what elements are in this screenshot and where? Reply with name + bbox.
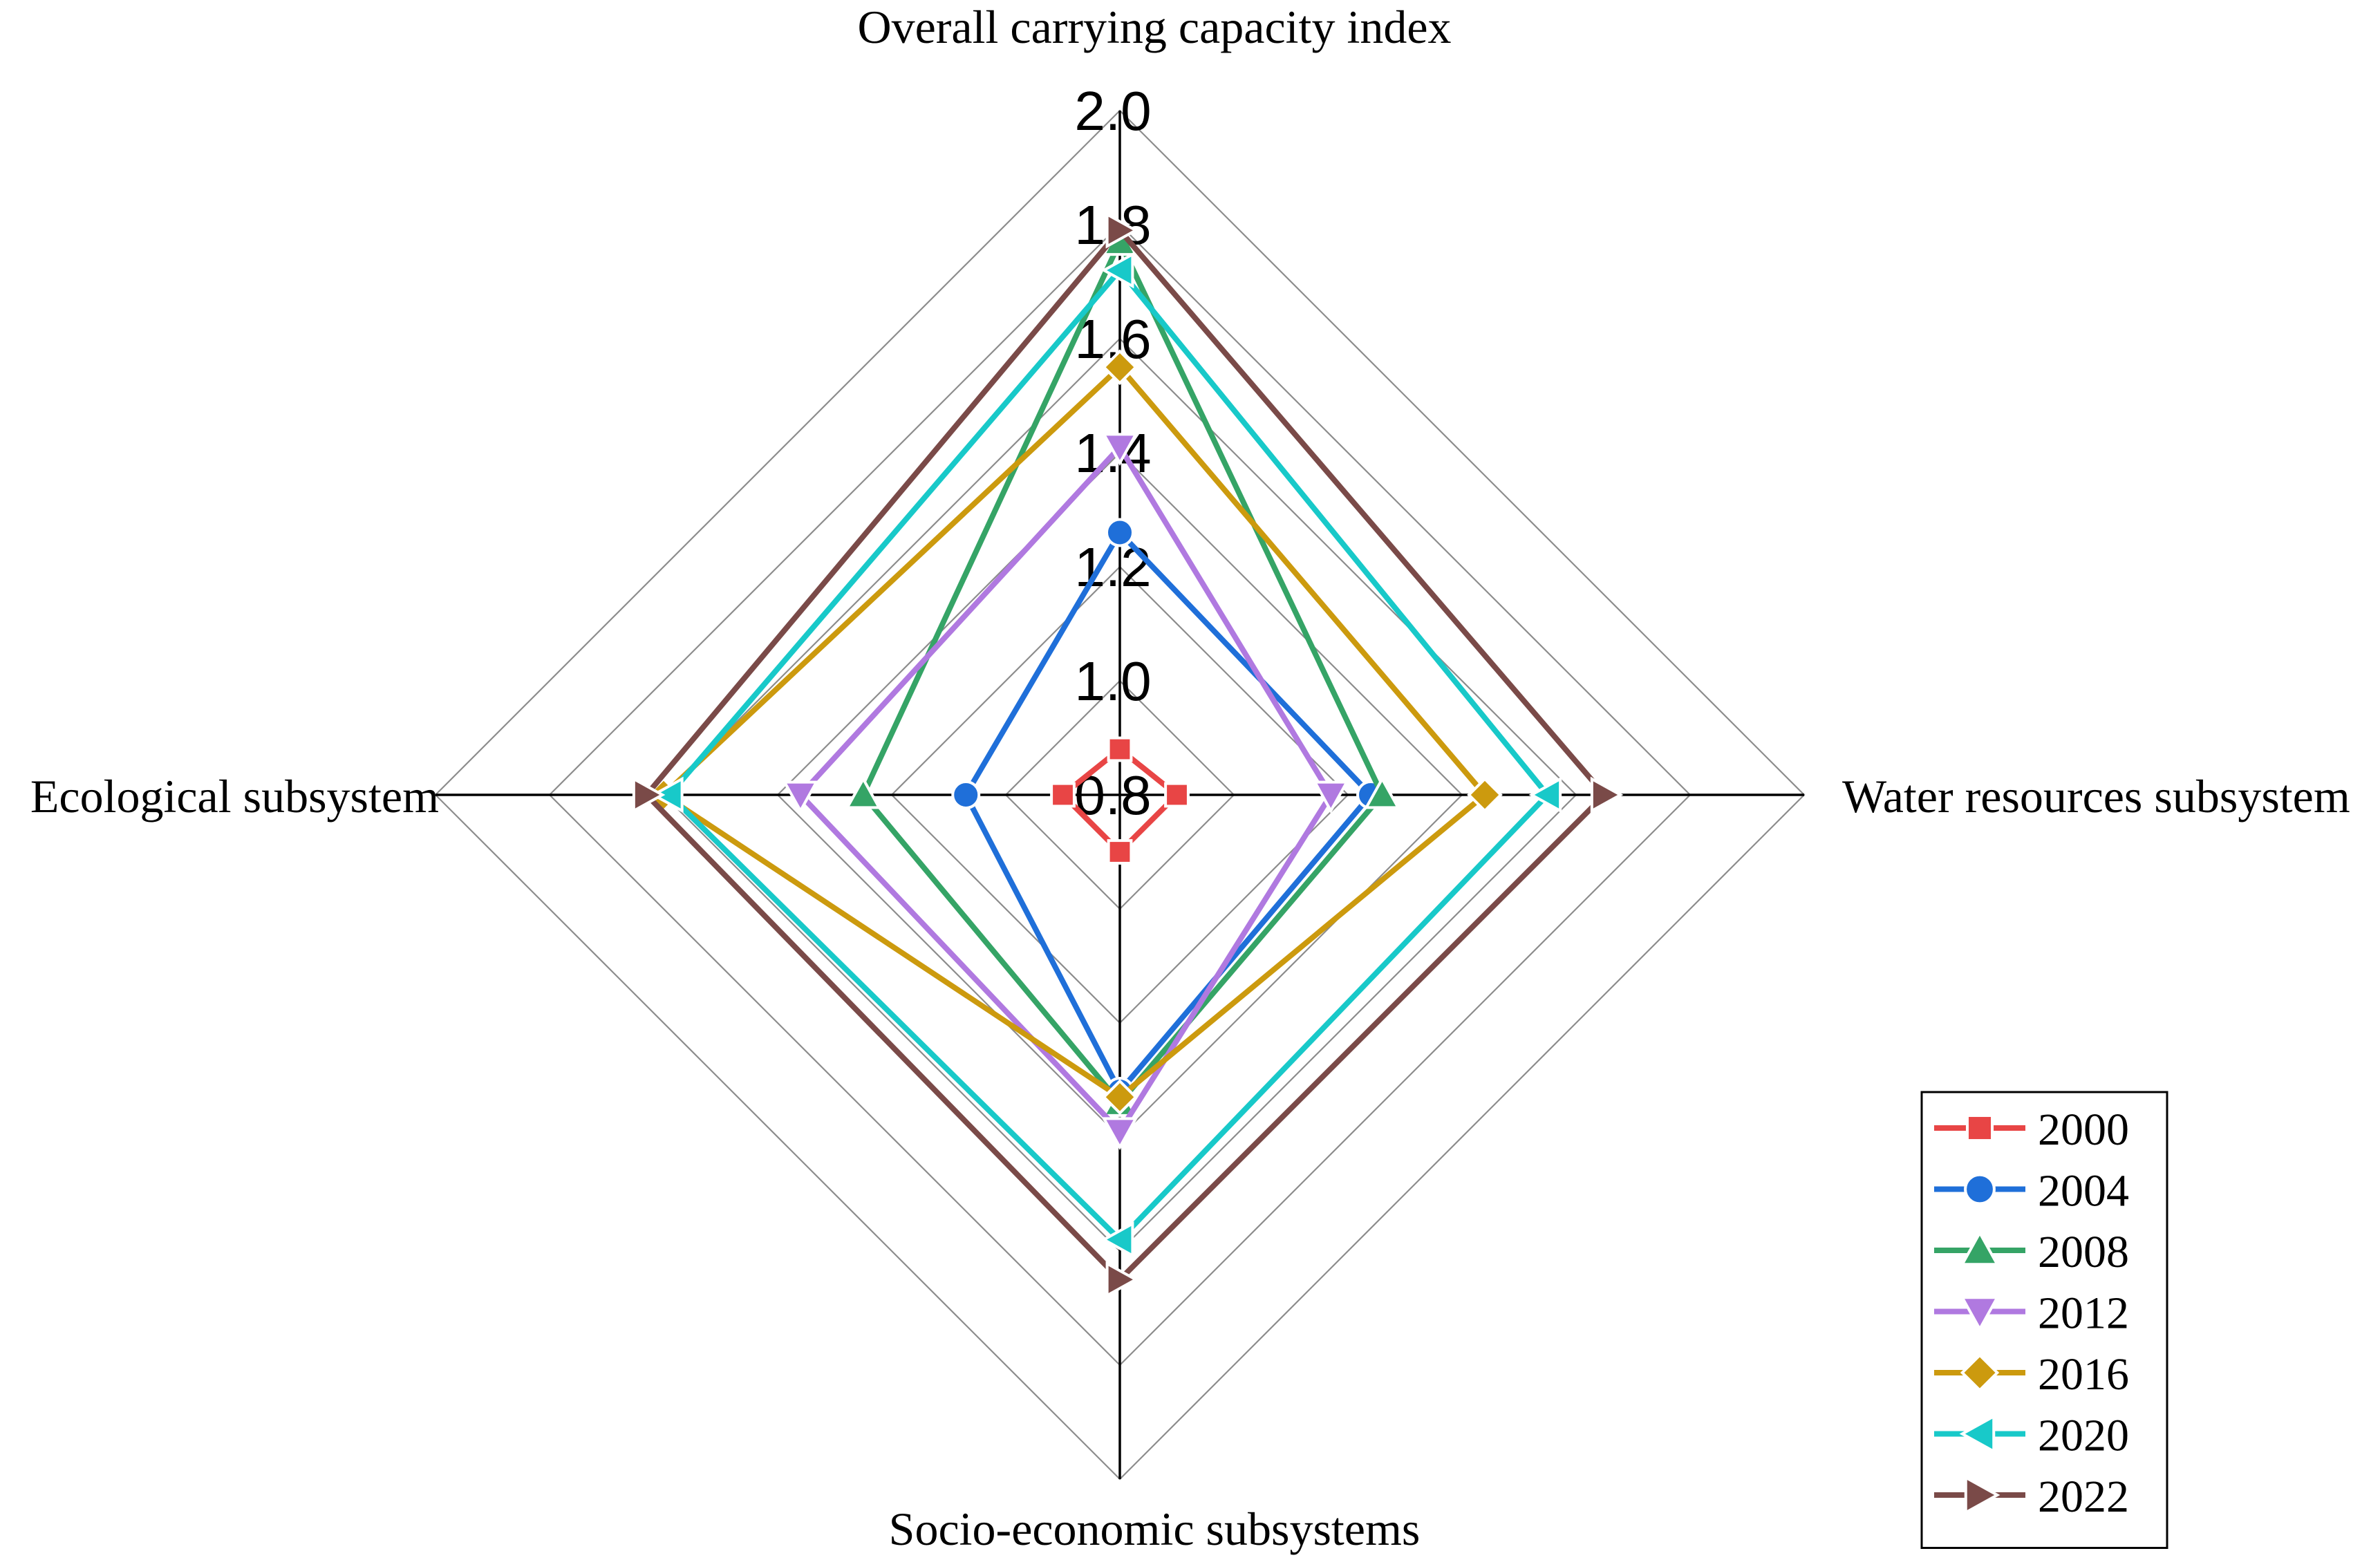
radial-tick-labels: 0.81.01.21.41.61.82.0 (1074, 80, 1151, 826)
data-point-2008 (1364, 776, 1400, 809)
data-point-2020 (650, 776, 684, 814)
series-2020 (650, 252, 1562, 1258)
data-point-2022 (632, 776, 666, 814)
data-point-2000 (1107, 839, 1133, 865)
data-point-2022 (1590, 776, 1624, 814)
legend-item-2020: 2020 (1934, 1411, 2129, 1461)
data-point-2016 (1102, 1079, 1138, 1116)
legend-box (1920, 1091, 2168, 1549)
legend-marker (1964, 1173, 1996, 1205)
legend-marker (1959, 1413, 1996, 1454)
legend-item-2022: 2022 (1934, 1472, 2129, 1522)
legend-label: 2020 (2038, 1411, 2129, 1461)
legend-label: 2008 (2038, 1227, 2129, 1277)
data-point-2020 (1100, 1221, 1134, 1258)
data-point-2008 (845, 776, 882, 809)
radial-tick-label: 2.0 (1074, 80, 1151, 142)
axis-title-3: Ecological subsystem (30, 770, 439, 823)
legend-item-2004: 2004 (1934, 1166, 2129, 1216)
data-point-2020 (1100, 252, 1134, 289)
radial-tick-label: 1.0 (1074, 650, 1151, 712)
legend-label: 2000 (2038, 1105, 2129, 1155)
legend-label: 2016 (2038, 1349, 2129, 1400)
series-2000 (1050, 736, 1190, 865)
data-point-2016 (1467, 777, 1503, 813)
legend-marker (1960, 1353, 2000, 1393)
axis-title-1: Water resources subsystem (1842, 770, 2350, 823)
legend-marker (1960, 1296, 2000, 1332)
legend-item-2012: 2012 (1934, 1288, 2129, 1339)
data-point-2000 (1164, 782, 1190, 808)
legend-item-2008: 2008 (1934, 1227, 2129, 1277)
data-point-2004 (1105, 518, 1134, 547)
data-point-2000 (1107, 736, 1133, 762)
data-point-2012 (1312, 780, 1349, 814)
data-series (632, 212, 1624, 1298)
data-point-2016 (1102, 349, 1138, 386)
legend-label: 2004 (2038, 1166, 2129, 1216)
legend-label: 2022 (2038, 1472, 2129, 1522)
data-point-2000 (1050, 782, 1076, 808)
data-point-2020 (1528, 776, 1562, 814)
series-line-2004 (963, 529, 1374, 1094)
data-point-2012 (1101, 1117, 1139, 1150)
data-point-2022 (1105, 212, 1139, 249)
legend-item-2016: 2016 (1934, 1349, 2129, 1400)
legend-item-2000: 2000 (1934, 1105, 2129, 1155)
series-2022 (632, 212, 1624, 1298)
data-point-2012 (782, 780, 819, 814)
data-point-2004 (951, 780, 981, 809)
data-point-2012 (1101, 433, 1139, 466)
legend: 2000 2004 2008 2012 2016 2020 2022 (1920, 1091, 2168, 1549)
axis-title-0: Overall carrying capacity index (857, 1, 1451, 53)
legend-marker (1960, 1230, 2000, 1266)
data-point-2022 (1105, 1261, 1139, 1298)
legend-marker (1965, 1113, 1994, 1143)
series-2012 (782, 433, 1349, 1150)
legend-label: 2012 (2038, 1288, 2129, 1339)
legend-marker (1964, 1475, 2000, 1515)
axis-title-2: Socio-economic subsystems (889, 1503, 1421, 1555)
